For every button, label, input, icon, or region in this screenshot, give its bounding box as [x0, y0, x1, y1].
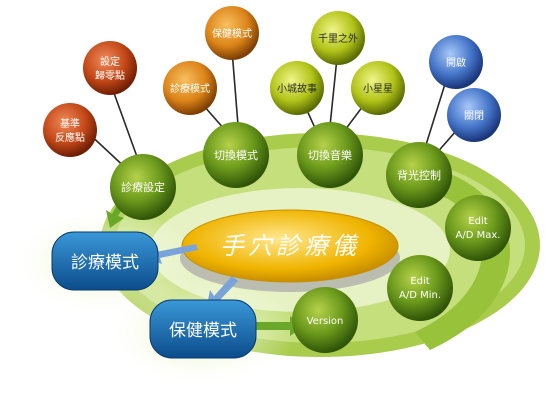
top-sphere-diagnosis-mode[interactable]: 診療模式	[163, 61, 217, 115]
top-sphere-line: 反應點	[55, 131, 85, 144]
top-sphere-line: 歸零點	[95, 69, 125, 82]
top-sphere-line: 開啟	[446, 56, 466, 69]
ring-sphere-label: 切換音樂	[308, 148, 352, 162]
top-sphere-line: 小城故事	[277, 82, 317, 95]
top-sphere-on[interactable]: 開啟	[429, 35, 483, 89]
ring-sphere-line: Edit	[410, 276, 429, 287]
ring-sphere-edit-ad-max[interactable]: Edit A/D Max.	[445, 195, 511, 261]
ring-sphere-label: 診療設定	[121, 180, 165, 194]
top-sphere-health-mode[interactable]: 保健模式	[205, 6, 259, 60]
arrow-health-version	[238, 316, 304, 336]
center-label: 手穴診療儀	[220, 232, 360, 260]
ring-sphere-diagnosis-setting[interactable]: 診療設定	[110, 154, 176, 220]
top-sphere-line: 小星星	[363, 83, 393, 95]
ring-sphere-label: 切換模式	[214, 149, 258, 162]
top-sphere-line: 診療模式	[170, 82, 210, 95]
top-sphere-far-away[interactable]: 千里之外	[311, 11, 365, 65]
top-sphere-off[interactable]: 關閉	[447, 88, 501, 142]
ring-sphere-line: A/D Min.	[399, 290, 441, 301]
top-sphere-reference-point[interactable]: 基準 反應點	[43, 103, 97, 157]
center-device: 手穴診療儀	[180, 209, 400, 292]
ring-sphere-line: Edit	[468, 216, 487, 227]
top-sphere-line: 千里之外	[318, 32, 358, 45]
top-sphere-line: 保健模式	[212, 27, 252, 40]
ring-sphere-label: Version	[307, 316, 344, 327]
ring-sphere-switch-music[interactable]: 切換音樂	[297, 122, 363, 188]
mode-box-health[interactable]: 保健模式	[149, 299, 257, 359]
top-sphere-zero-point[interactable]: 設定 歸零點	[83, 41, 137, 95]
ring-sphere-backlight[interactable]: 背光控制	[386, 142, 452, 208]
ring-sphere-version[interactable]: Version	[292, 287, 358, 353]
ring-sphere-edit-ad-min[interactable]: Edit A/D Min.	[387, 255, 453, 321]
mode-box-diagnosis-label: 診療模式	[71, 253, 139, 273]
top-sphere-small-town-story[interactable]: 小城故事	[270, 61, 324, 115]
top-sphere-line: 設定	[100, 55, 120, 68]
ring-sphere-line: A/D Max.	[456, 230, 501, 241]
mode-box-diagnosis[interactable]: 診療模式	[51, 231, 159, 291]
mode-box-health-label: 保健模式	[169, 321, 237, 341]
top-sphere-line: 關閉	[464, 110, 484, 122]
top-sphere-line: 基準	[60, 117, 80, 130]
top-sphere-little-star[interactable]: 小星星	[351, 61, 405, 115]
ring-sphere-label: 背光控制	[397, 168, 441, 182]
ring-sphere-switch-mode[interactable]: 切換模式	[203, 122, 269, 188]
